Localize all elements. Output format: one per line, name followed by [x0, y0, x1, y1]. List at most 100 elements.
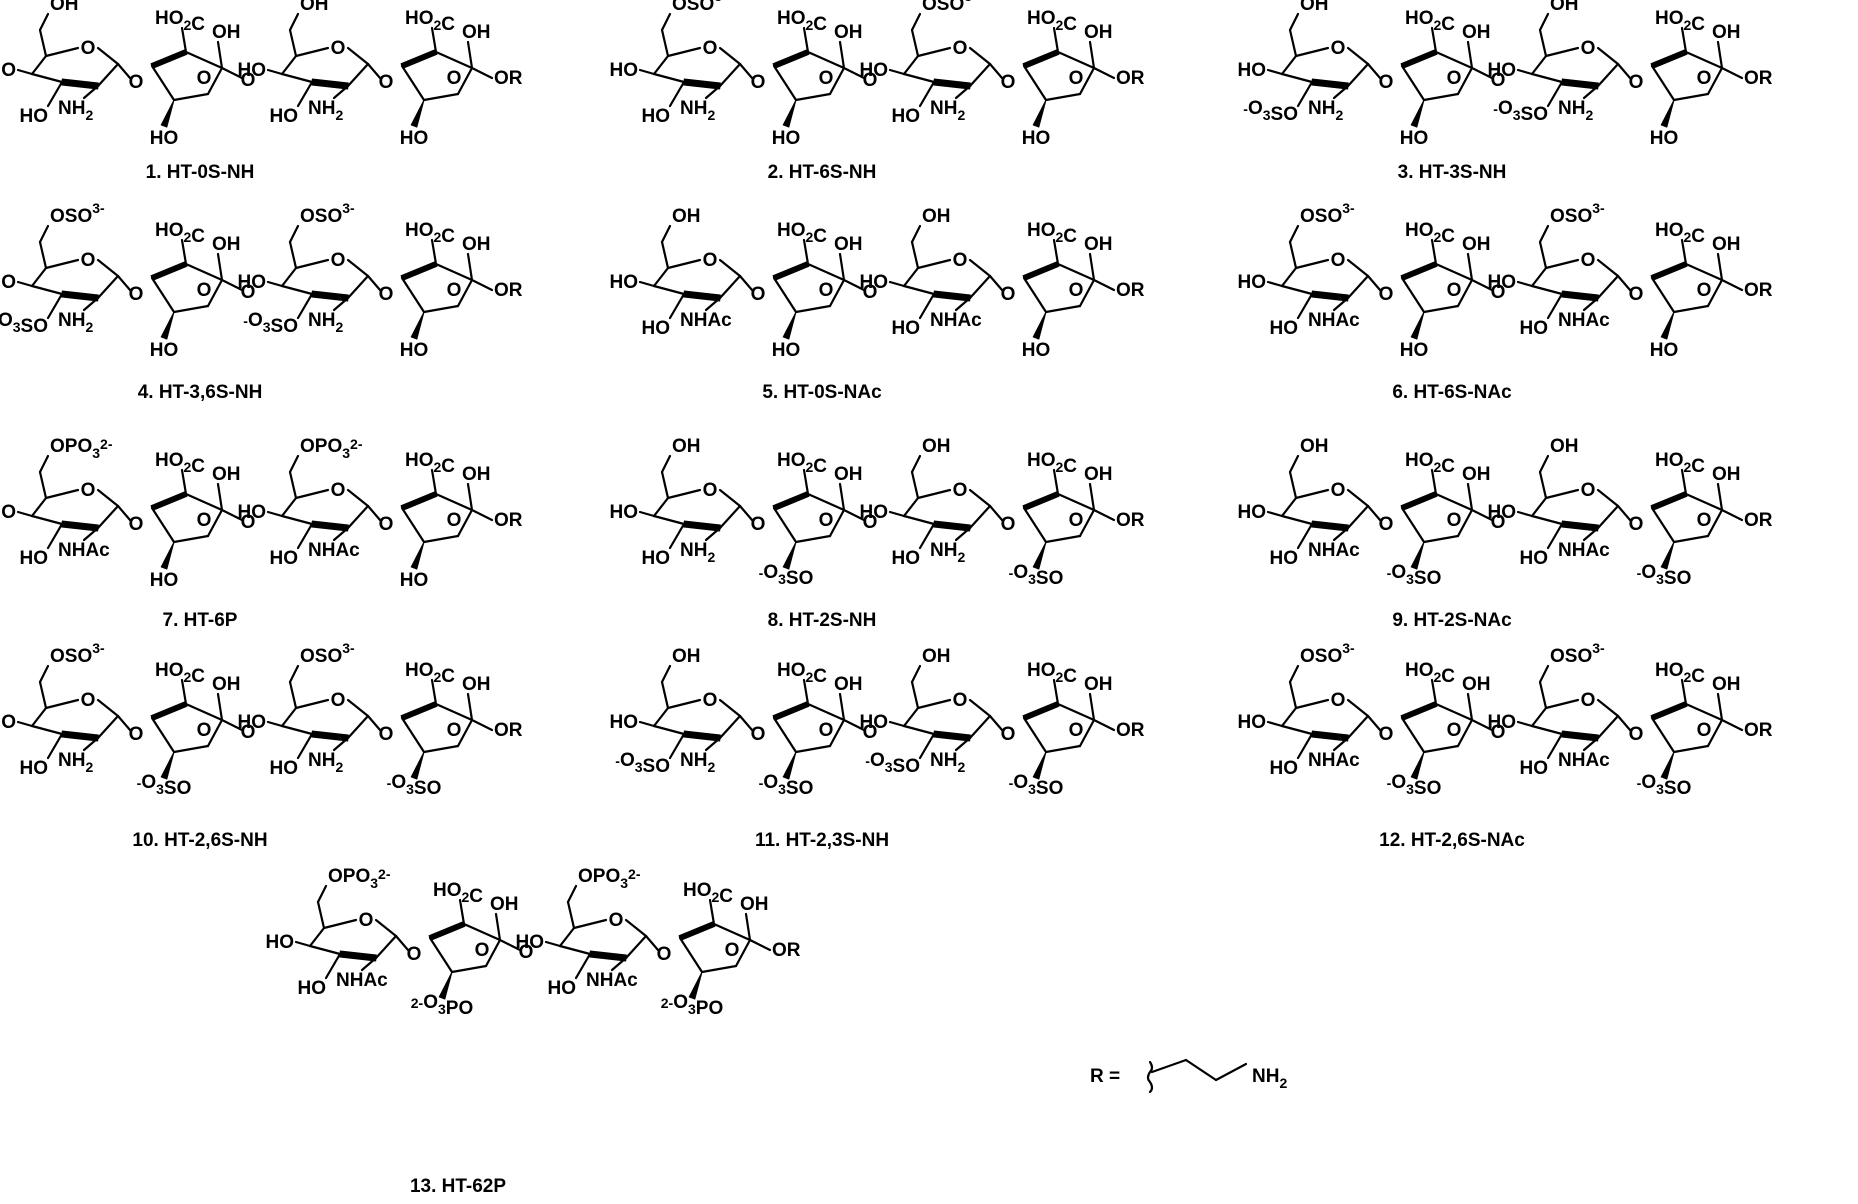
ring-oxygen-label: O	[1447, 720, 1462, 741]
carboxyl-label: HO2C	[155, 220, 205, 247]
glycosidic-oxygen-label: O	[241, 512, 256, 533]
bond-line	[802, 678, 810, 706]
bond-line	[96, 698, 120, 718]
c4-hydroxyl-label: HO	[238, 502, 267, 523]
c3-hydroxyl-label: OH	[462, 674, 491, 695]
c3-substituent-label: HO	[1520, 758, 1549, 779]
c2-amine-label: NHAc	[586, 970, 638, 991]
bold-bond	[150, 701, 188, 721]
ring-oxygen-label: O	[1069, 720, 1084, 741]
c2-amine-label: NH2	[58, 98, 93, 123]
ring-oxygen-label: O	[703, 690, 718, 711]
bond-line	[1332, 526, 1350, 542]
glycosidic-oxygen-label: O	[1001, 72, 1016, 93]
bond-line	[332, 526, 350, 542]
c2-substituent-label: 2-O3PO	[661, 992, 723, 1019]
reducing-end-label: OR	[1744, 510, 1773, 531]
bond-line	[1288, 240, 1298, 270]
bond-line	[704, 84, 722, 100]
bold-bond	[678, 921, 716, 941]
bond-line	[466, 692, 474, 722]
bond-line	[266, 510, 284, 518]
bond-line	[316, 884, 328, 904]
bond-line	[718, 46, 742, 66]
bond-line	[828, 718, 846, 748]
bond-line	[466, 252, 474, 282]
bond-line	[1366, 504, 1382, 522]
c3-hydroxyl-label: OH	[834, 22, 863, 43]
bond-line	[910, 240, 920, 270]
bond-line	[1720, 66, 1744, 80]
ring-oxygen-label: O	[953, 250, 968, 271]
bond-line	[346, 698, 370, 718]
c3-hydroxyl-label: OH	[1462, 234, 1491, 255]
glycosidic-oxygen-label: O	[1629, 724, 1644, 745]
bond-line	[802, 238, 810, 266]
bond-line	[96, 488, 120, 508]
glycosidic-oxygen-label: O	[379, 514, 394, 535]
c3-substituent-label: HO	[642, 106, 671, 127]
glycosidic-oxygen-label: O	[1629, 284, 1644, 305]
bond-line	[30, 54, 48, 76]
c2-amine-label: NHAc	[308, 540, 360, 561]
bond-line	[1684, 492, 1724, 512]
bond-line	[1288, 664, 1300, 684]
bond-line	[82, 296, 100, 312]
bond-line	[184, 50, 224, 70]
bond-line	[1044, 744, 1082, 754]
bond-line	[332, 736, 350, 752]
c3-substituent-label: HO	[270, 106, 299, 127]
bond-line	[842, 508, 866, 522]
bond-line	[1346, 504, 1370, 530]
c2-amine-label: NHAc	[1308, 750, 1360, 771]
bond-line	[638, 68, 656, 76]
bond-line	[322, 918, 358, 930]
bond-line	[1288, 680, 1298, 710]
c3-hydroxyl-label: OH	[834, 464, 863, 485]
bond-line	[700, 964, 738, 974]
bond-line	[1582, 84, 1600, 100]
c2-substituent-label: 2-O3PO	[411, 992, 473, 1019]
bond-line	[910, 12, 922, 32]
bond-line	[794, 92, 832, 102]
glycosidic-oxygen-label: O	[1379, 284, 1394, 305]
bond-line	[806, 492, 846, 512]
ring-oxygen-label: O	[447, 720, 462, 741]
bond-line	[1044, 534, 1082, 544]
bold-bond	[150, 49, 188, 69]
bond-line	[988, 274, 1004, 292]
bond-line	[1616, 504, 1632, 522]
bold-bond	[1022, 701, 1060, 721]
bold-bond	[589, 950, 627, 962]
bond-line	[150, 276, 176, 314]
c3-hydroxyl-label: OH	[212, 464, 241, 485]
glycosidic-oxygen-label: O	[241, 70, 256, 91]
bond-line	[1538, 28, 1548, 58]
bond-line	[968, 488, 992, 508]
c4-hydroxyl-label: HO	[238, 60, 267, 81]
bond-line	[738, 714, 754, 732]
bold-bond	[1022, 49, 1060, 69]
wedge-bond	[1032, 311, 1047, 340]
bond-line	[1422, 304, 1460, 314]
c3-hydroxyl-label: OH	[834, 234, 863, 255]
bond-line	[1288, 12, 1300, 32]
ring-oxygen-label: O	[819, 720, 834, 741]
bond-line	[828, 508, 846, 538]
c6-substituent-label: OH	[922, 206, 951, 227]
c6-substituent-label: OH	[1300, 0, 1329, 15]
bond-line	[572, 918, 608, 930]
bond-line	[968, 62, 992, 88]
bond-line	[668, 292, 686, 320]
bond-line	[30, 706, 48, 728]
bond-line	[1400, 506, 1426, 544]
carboxyl-label: HO2C	[1405, 660, 1455, 687]
bond-line	[180, 238, 188, 266]
bond-line	[704, 526, 722, 542]
c3-substituent-label: HO	[270, 758, 299, 779]
bond-line	[30, 72, 64, 84]
c3-substituent-label: HO	[1270, 318, 1299, 339]
wedge-bond	[1660, 311, 1675, 340]
bond-line	[1616, 274, 1632, 292]
bond-line	[456, 278, 474, 308]
